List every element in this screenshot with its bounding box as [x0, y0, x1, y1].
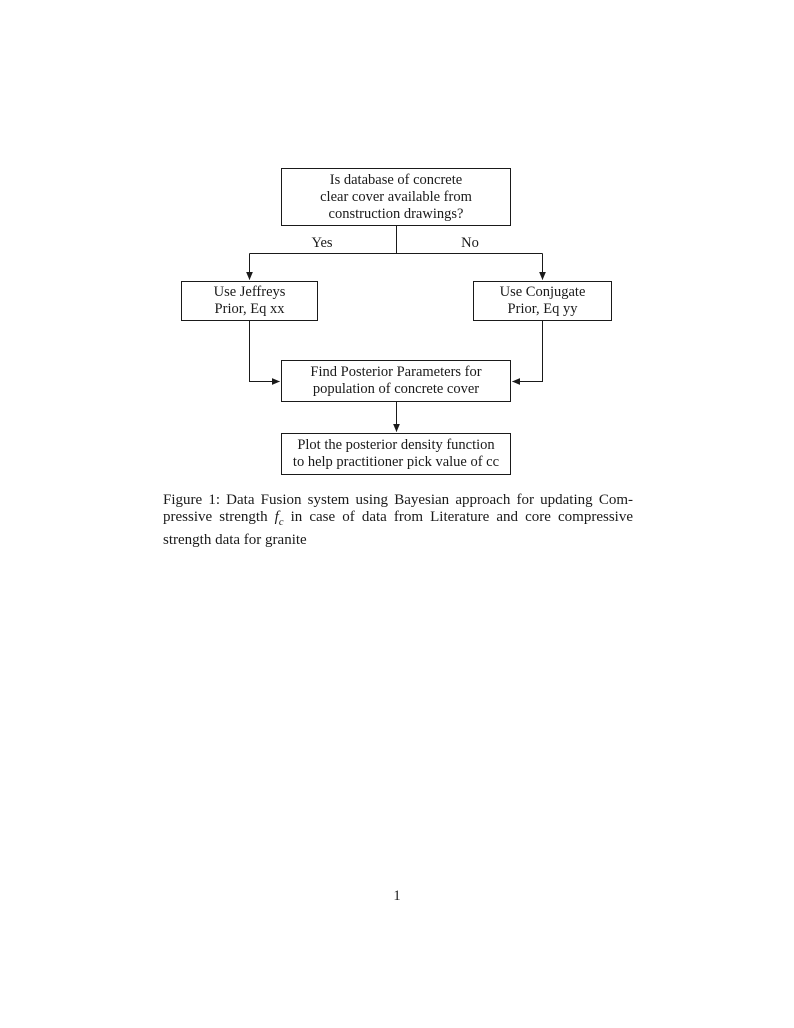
conjugate-to-posterior-line [512, 321, 543, 385]
figure-caption: Figure 1: Data Fusion system using Bayes… [163, 492, 633, 549]
node-text-line: Use Conjugate [499, 284, 586, 300]
caption-line: pressive strength fc in case of data fro… [163, 509, 633, 531]
page-number: 1 [393, 888, 401, 904]
flowchart-node-jeffreys-prior: Use Jeffreys Prior, Eq xx [181, 281, 318, 321]
caption-text: pressive strength [163, 509, 275, 526]
node-text-line: population of concrete cover [312, 381, 480, 397]
decision-branch-line [249, 226, 543, 254]
jeffreys-to-posterior-line [249, 321, 280, 385]
flowchart-node-conjugate-prior: Use Conjugate Prior, Eq yy [473, 281, 612, 321]
node-text-line: Plot the posterior density function [297, 437, 495, 453]
flowchart-node-posterior-parameters: Find Posterior Parameters for population… [281, 360, 511, 402]
edge-label-no: No [461, 235, 479, 251]
node-text-line: construction drawings? [328, 205, 464, 222]
node-text-line: Prior, Eq yy [507, 301, 578, 317]
node-text-line: clear cover available from [320, 188, 472, 205]
node-text-line: Is database of concrete [329, 171, 463, 188]
node-text-line: Find Posterior Parameters for [310, 364, 482, 380]
caption-text: in case of data from Literature and core… [283, 509, 633, 526]
node-text-line: Use Jeffreys [213, 284, 286, 300]
flowchart-node-plot-density: Plot the posterior density function to h… [281, 433, 511, 475]
caption-line: strength data for granite [163, 531, 307, 548]
node-text-line: Prior, Eq xx [214, 301, 285, 317]
caption-line: Figure 1: Data Fusion system using Bayes… [163, 492, 633, 508]
node-text-line: to help practitioner pick value of cc [292, 454, 500, 470]
flowchart-node-decision: Is database of concrete clear cover avai… [281, 168, 511, 226]
math-subscript-c: c [278, 517, 284, 529]
math-variable-fc: f [274, 509, 279, 526]
edge-label-yes: Yes [311, 235, 333, 251]
